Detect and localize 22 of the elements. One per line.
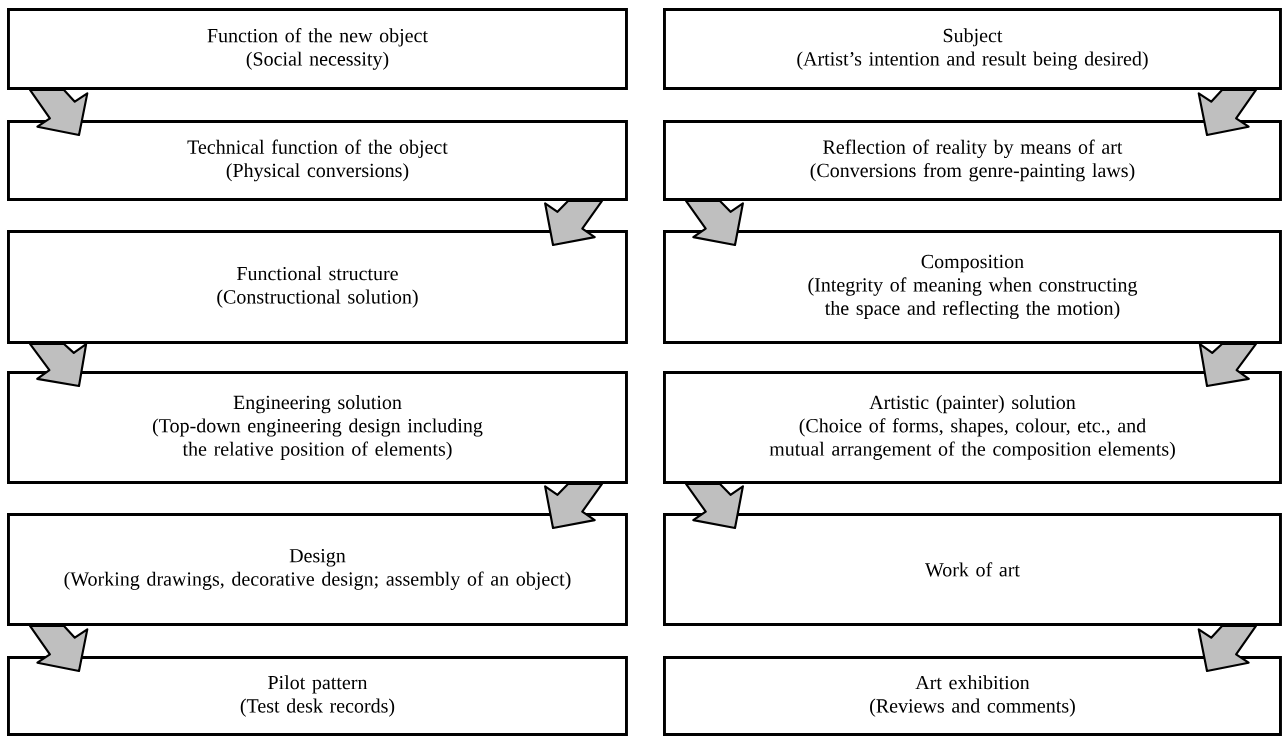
block-arrow bbox=[544, 482, 604, 530]
process-box: Subject (Artist’s intention and result being desired) bbox=[663, 8, 1282, 90]
block-arrow bbox=[1197, 624, 1258, 673]
process-box: Functional structure (Constructional solution) bbox=[7, 230, 628, 344]
process-box: Composition (Integrity of meaning when constructing the space and reflecting the motion) bbox=[663, 230, 1282, 344]
block-arrow bbox=[684, 199, 744, 247]
process-box: Function of the new object (Social necessity) bbox=[7, 8, 628, 90]
process-box: Technical function of the object (Physical conversions) bbox=[7, 120, 628, 201]
block-arrow bbox=[1198, 342, 1258, 388]
process-box: Work of art bbox=[663, 513, 1282, 626]
process-box: Artistic (painter) solution (Choice of forms, shapes, colour, etc., and mutual arrangement of the composition elements) bbox=[663, 371, 1282, 484]
process-box: Art exhibition (Reviews and comments) bbox=[663, 656, 1282, 736]
block-arrow bbox=[28, 88, 89, 137]
block-arrow bbox=[684, 482, 744, 530]
block-arrow bbox=[28, 342, 88, 388]
block-arrow bbox=[544, 199, 604, 247]
process-box: Pilot pattern (Test desk records) bbox=[7, 656, 628, 736]
process-box: Reflection of reality by means of art (Conversions from genre-painting laws) bbox=[663, 120, 1282, 201]
block-arrow bbox=[28, 624, 89, 673]
process-box: Engineering solution (Top-down engineering design including the relative position of elements) bbox=[7, 371, 628, 484]
block-arrow bbox=[1197, 88, 1258, 137]
process-box: Design (Working drawings, decorative design; assembly of an object) bbox=[7, 513, 628, 626]
